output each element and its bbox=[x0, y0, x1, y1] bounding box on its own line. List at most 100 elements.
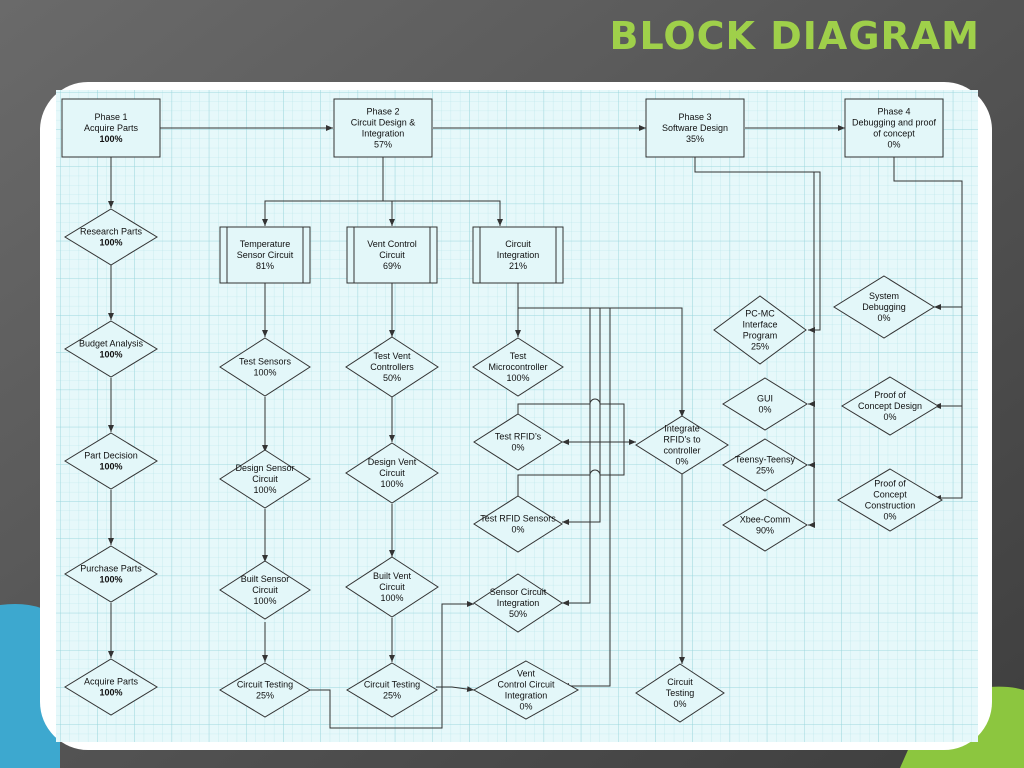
node-label: Debugging and proof bbox=[852, 118, 937, 128]
node-label: Integration bbox=[497, 250, 540, 260]
node-label: Circuit bbox=[252, 585, 278, 595]
node-label: 25% bbox=[383, 691, 401, 701]
node-label: Construction bbox=[865, 501, 916, 511]
phase-box bbox=[844, 98, 944, 158]
node-label: 25% bbox=[751, 342, 769, 352]
node-label: Program bbox=[743, 331, 778, 341]
node-label: Xbee-Comm bbox=[740, 515, 791, 525]
node-label: Design Sensor bbox=[235, 463, 294, 473]
decision-shape bbox=[635, 415, 729, 475]
decision-shape bbox=[473, 573, 563, 633]
node-label: Proof of bbox=[874, 390, 906, 400]
node-label: Test Vent bbox=[373, 351, 411, 361]
decision-shape bbox=[64, 320, 158, 378]
node-label: controller bbox=[663, 446, 700, 456]
node-label: Integration bbox=[497, 598, 540, 608]
node-label: Integrate bbox=[664, 424, 700, 434]
decision-shape bbox=[722, 438, 808, 492]
node-label: Temperature bbox=[240, 239, 291, 249]
node-label: PC-MC bbox=[745, 309, 775, 319]
node-label: Acquire Parts bbox=[84, 677, 139, 687]
decision-shape bbox=[722, 498, 808, 552]
decision-shape bbox=[841, 376, 939, 436]
decision-shape bbox=[64, 545, 158, 603]
decision-shape bbox=[472, 337, 564, 397]
node-label: Test RFID Sensors bbox=[480, 514, 556, 524]
node-label: 0% bbox=[511, 525, 524, 535]
subprocess-box bbox=[346, 226, 438, 284]
node-label: Test Sensors bbox=[239, 357, 292, 367]
node-label: 57% bbox=[374, 140, 392, 150]
node-label: 0% bbox=[675, 457, 688, 467]
node-label: Design Vent bbox=[368, 457, 417, 467]
node-label: 90% bbox=[756, 526, 774, 536]
node-label: Circuit bbox=[379, 250, 405, 260]
decision-shape bbox=[219, 560, 311, 620]
node-label: 25% bbox=[756, 466, 774, 476]
node-label: 100% bbox=[99, 134, 122, 144]
node-label: Test bbox=[510, 351, 527, 361]
node-label: Built Sensor bbox=[241, 574, 290, 584]
node-label: Sensor Circuit bbox=[490, 587, 547, 597]
node-label: 100% bbox=[380, 593, 403, 603]
node-label: Circuit bbox=[379, 582, 405, 592]
node-label: Budget Analysis bbox=[79, 339, 144, 349]
node-label: Control Circuit bbox=[497, 680, 555, 690]
decision-shape bbox=[713, 295, 807, 365]
node-label: Interface bbox=[742, 320, 777, 330]
node-label: Proof of bbox=[874, 479, 906, 489]
decision-shape bbox=[473, 495, 563, 553]
decision-shape bbox=[219, 449, 311, 509]
node-label: 0% bbox=[877, 313, 890, 323]
node-trf: Test RFID’s0% bbox=[473, 413, 563, 471]
node-label: Purchase Parts bbox=[80, 564, 142, 574]
node-label: Circuit bbox=[667, 677, 693, 687]
decision-shape bbox=[219, 662, 311, 718]
node-label: Research Parts bbox=[80, 227, 143, 237]
node-label: Phase 3 bbox=[678, 112, 711, 122]
decision-shape bbox=[722, 377, 808, 431]
node-label: 100% bbox=[253, 368, 276, 378]
decision-shape bbox=[64, 208, 158, 266]
node-label: Phase 1 bbox=[94, 112, 127, 122]
node-label: Circuit bbox=[379, 468, 405, 478]
node-label: 21% bbox=[509, 261, 527, 271]
decision-shape bbox=[64, 658, 158, 716]
node-label: of concept bbox=[873, 129, 915, 139]
node-label: Testing bbox=[666, 688, 695, 698]
node-label: 100% bbox=[99, 238, 122, 248]
node-label: 100% bbox=[99, 350, 122, 360]
node-label: RFID’s to bbox=[663, 435, 700, 445]
node-label: Integration bbox=[362, 129, 405, 139]
node-label: 81% bbox=[256, 261, 274, 271]
subprocess-box bbox=[219, 226, 311, 284]
node-label: Part Decision bbox=[84, 451, 138, 461]
node-label: 35% bbox=[686, 134, 704, 144]
node-label: Circuit Testing bbox=[364, 680, 420, 690]
node-label: 100% bbox=[99, 688, 122, 698]
node-label: 100% bbox=[253, 485, 276, 495]
node-label: 100% bbox=[99, 575, 122, 585]
decision-shape bbox=[346, 662, 438, 718]
decision-shape bbox=[64, 432, 158, 490]
node-label: Software Design bbox=[662, 123, 728, 133]
